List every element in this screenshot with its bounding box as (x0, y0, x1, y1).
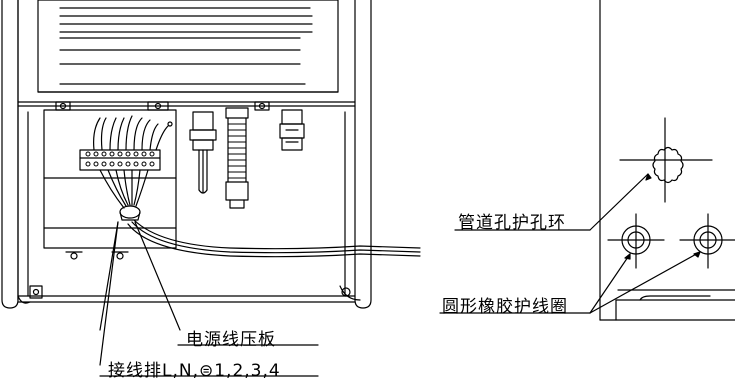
right-unit-view (439, 0, 735, 321)
pipe-hole-grommet-label: 管道孔护孔环 (458, 213, 566, 233)
round-rubber-grommet-label: 圆形橡胶护线圈 (442, 297, 568, 317)
pipe-hole-grommet (619, 117, 713, 203)
power-cord-clamp-label: 电源线压板 (186, 330, 276, 350)
round-grommet-left (607, 213, 665, 269)
left-unit-view (1, 0, 421, 377)
terminal-block-label: 接线排L,N,⊜1,2,3,4 (108, 361, 281, 381)
round-grommet-right (679, 213, 735, 269)
